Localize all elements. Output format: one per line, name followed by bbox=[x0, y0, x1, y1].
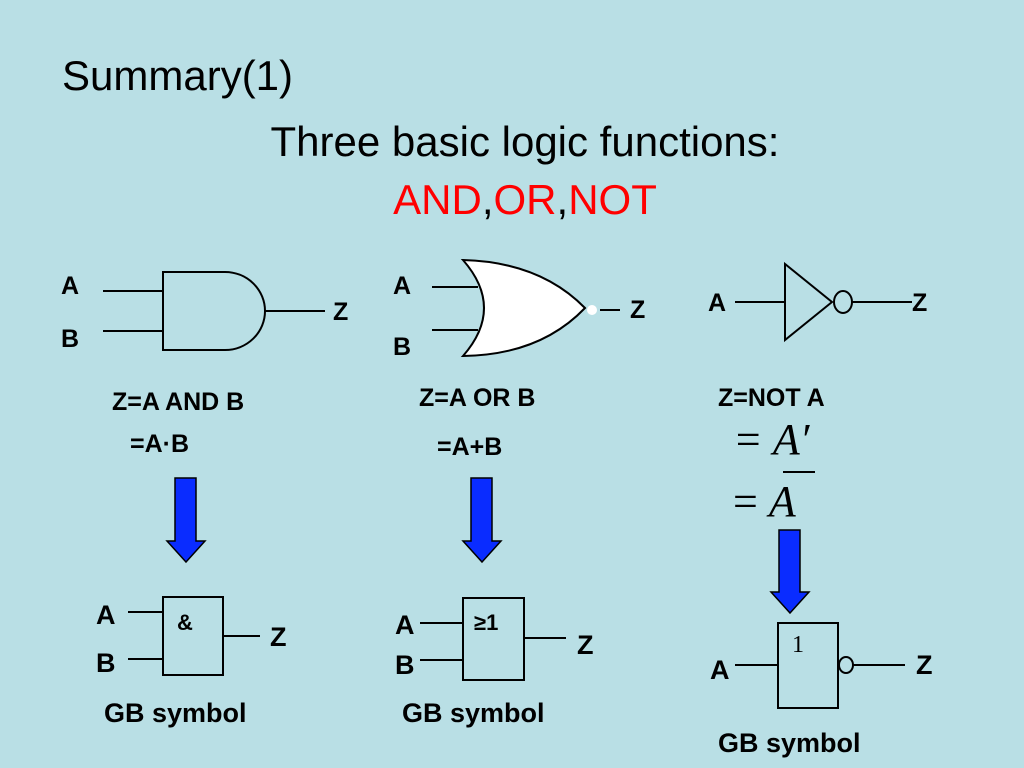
slide-subtitle: Three basic logic functions: bbox=[270, 118, 780, 165]
gb-or-label: ≥1 bbox=[474, 610, 499, 635]
or-output-label: Z bbox=[630, 296, 646, 324]
gb-and-input-a: A bbox=[96, 600, 116, 630]
not-output-label: Z bbox=[912, 289, 928, 317]
not-expression-3: = A bbox=[733, 476, 796, 527]
not-input-label: A bbox=[708, 289, 727, 317]
or-expression-2: =A+B bbox=[437, 433, 503, 461]
gb-not-input-a: A bbox=[710, 655, 730, 685]
gb-and-output: Z bbox=[270, 622, 287, 652]
and-gate-symbol bbox=[103, 271, 325, 351]
gb-or-symbol bbox=[420, 597, 566, 681]
and-expression-2: =A·B bbox=[130, 430, 190, 458]
function-or: OR bbox=[493, 176, 557, 223]
not-expression-3-equals: = bbox=[733, 477, 758, 526]
function-and: AND bbox=[393, 176, 482, 223]
not-gate-body bbox=[784, 261, 834, 343]
gb-or-caption: GB symbol bbox=[402, 698, 545, 728]
function-list: AND,OR,NOT bbox=[0, 176, 1024, 224]
slide-title: Summary(1) bbox=[62, 52, 294, 99]
gb-and-label: & bbox=[177, 610, 193, 635]
gb-or-input-a: A bbox=[395, 610, 415, 640]
not-expression-1: Z=NOT A bbox=[718, 384, 825, 412]
or-input-a-label: A bbox=[393, 272, 412, 300]
gb-not-output: Z bbox=[916, 650, 933, 680]
or-gate-symbol bbox=[432, 258, 620, 358]
gb-and-symbol bbox=[128, 596, 260, 676]
or-output-dot bbox=[587, 305, 597, 315]
not-expression-3-var: A bbox=[768, 477, 796, 526]
gb-or-output: Z bbox=[577, 630, 594, 660]
or-arrow-icon bbox=[461, 477, 503, 564]
not-gate-symbol bbox=[735, 261, 912, 343]
and-output-label: Z bbox=[333, 298, 349, 326]
or-expression-1: Z=A OR B bbox=[419, 384, 536, 412]
gb-not-label: 1 bbox=[792, 632, 804, 658]
gb-and-caption: GB symbol bbox=[104, 698, 247, 728]
and-expression-1: Z=A AND B bbox=[112, 388, 245, 416]
gb-and-input-b: B bbox=[96, 648, 116, 678]
and-input-a-label: A bbox=[61, 272, 80, 300]
not-arrow-icon bbox=[769, 529, 811, 615]
not-expression-2: = A′ bbox=[733, 415, 810, 464]
or-input-b-label: B bbox=[393, 333, 412, 361]
and-gate-body bbox=[162, 271, 266, 351]
gb-and-box bbox=[162, 596, 224, 676]
or-gate-body bbox=[460, 258, 587, 358]
function-separator-2: , bbox=[556, 176, 569, 223]
gb-or-input-b: B bbox=[395, 650, 415, 680]
not-bubble bbox=[833, 290, 853, 314]
and-arrow-icon bbox=[165, 477, 207, 564]
gb-not-symbol bbox=[735, 622, 905, 709]
function-not: NOT bbox=[568, 176, 657, 223]
gb-not-box bbox=[777, 622, 839, 709]
function-separator-1: , bbox=[481, 176, 494, 223]
gb-not-caption: GB symbol bbox=[718, 728, 861, 758]
and-input-b-label: B bbox=[61, 325, 80, 353]
